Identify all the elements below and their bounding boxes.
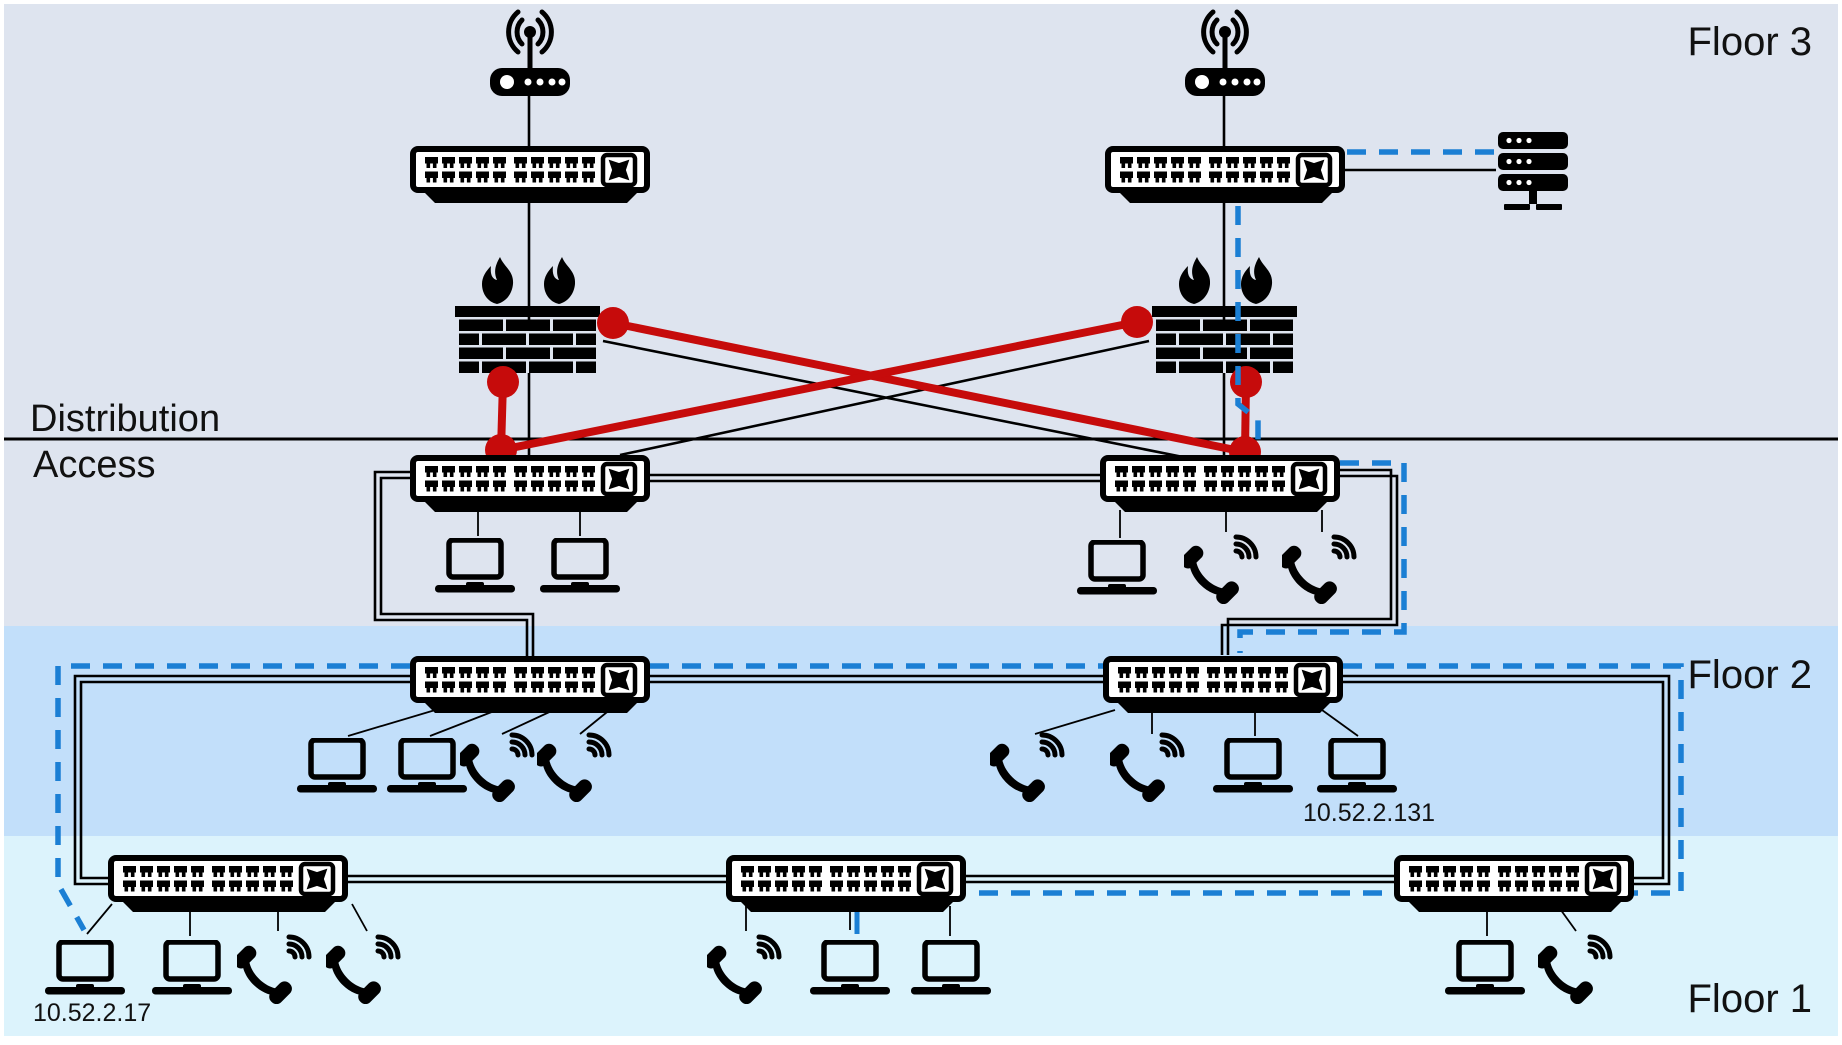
device-drop-links: [86, 510, 1577, 936]
distribution-label: Distribution: [30, 398, 220, 440]
ip-label-floor1: 10.52.2.17: [33, 999, 151, 1027]
trunk-links: [73, 468, 1671, 886]
access-switch-right: [1103, 458, 1337, 512]
floor1-switch-left: [111, 858, 345, 912]
red-link-node: [1230, 366, 1262, 398]
red-link-node: [487, 366, 519, 398]
cross-link-left-firewall-right-access: [602, 339, 1184, 459]
floor2-switch-left: [413, 659, 647, 713]
floor3-switch-left: [413, 149, 647, 203]
backbone-links: [527, 96, 1496, 459]
red-link-node: [1121, 306, 1153, 338]
floor3-band: [4, 4, 1838, 626]
ip-label-floor2: 10.52.2.131: [1303, 799, 1435, 827]
access-switch-left: [413, 458, 647, 512]
vlan-dashed-path: [55, 149, 1684, 932]
floor1-switch-right: [1397, 858, 1631, 912]
floor1-switch-middle: [729, 858, 963, 912]
access-label: Access: [33, 444, 155, 486]
floor3-label: Floor 3: [1688, 20, 1813, 64]
floor2-switch-right: [1106, 659, 1340, 713]
cross-link-right-firewall-left-access: [619, 339, 1150, 457]
floor2-band: [4, 626, 1838, 836]
floor3-switch-right: [1108, 149, 1342, 203]
floor1-label: Floor 1: [1688, 977, 1813, 1021]
red-link-node: [597, 307, 629, 339]
floor2-label: Floor 2: [1688, 653, 1813, 697]
